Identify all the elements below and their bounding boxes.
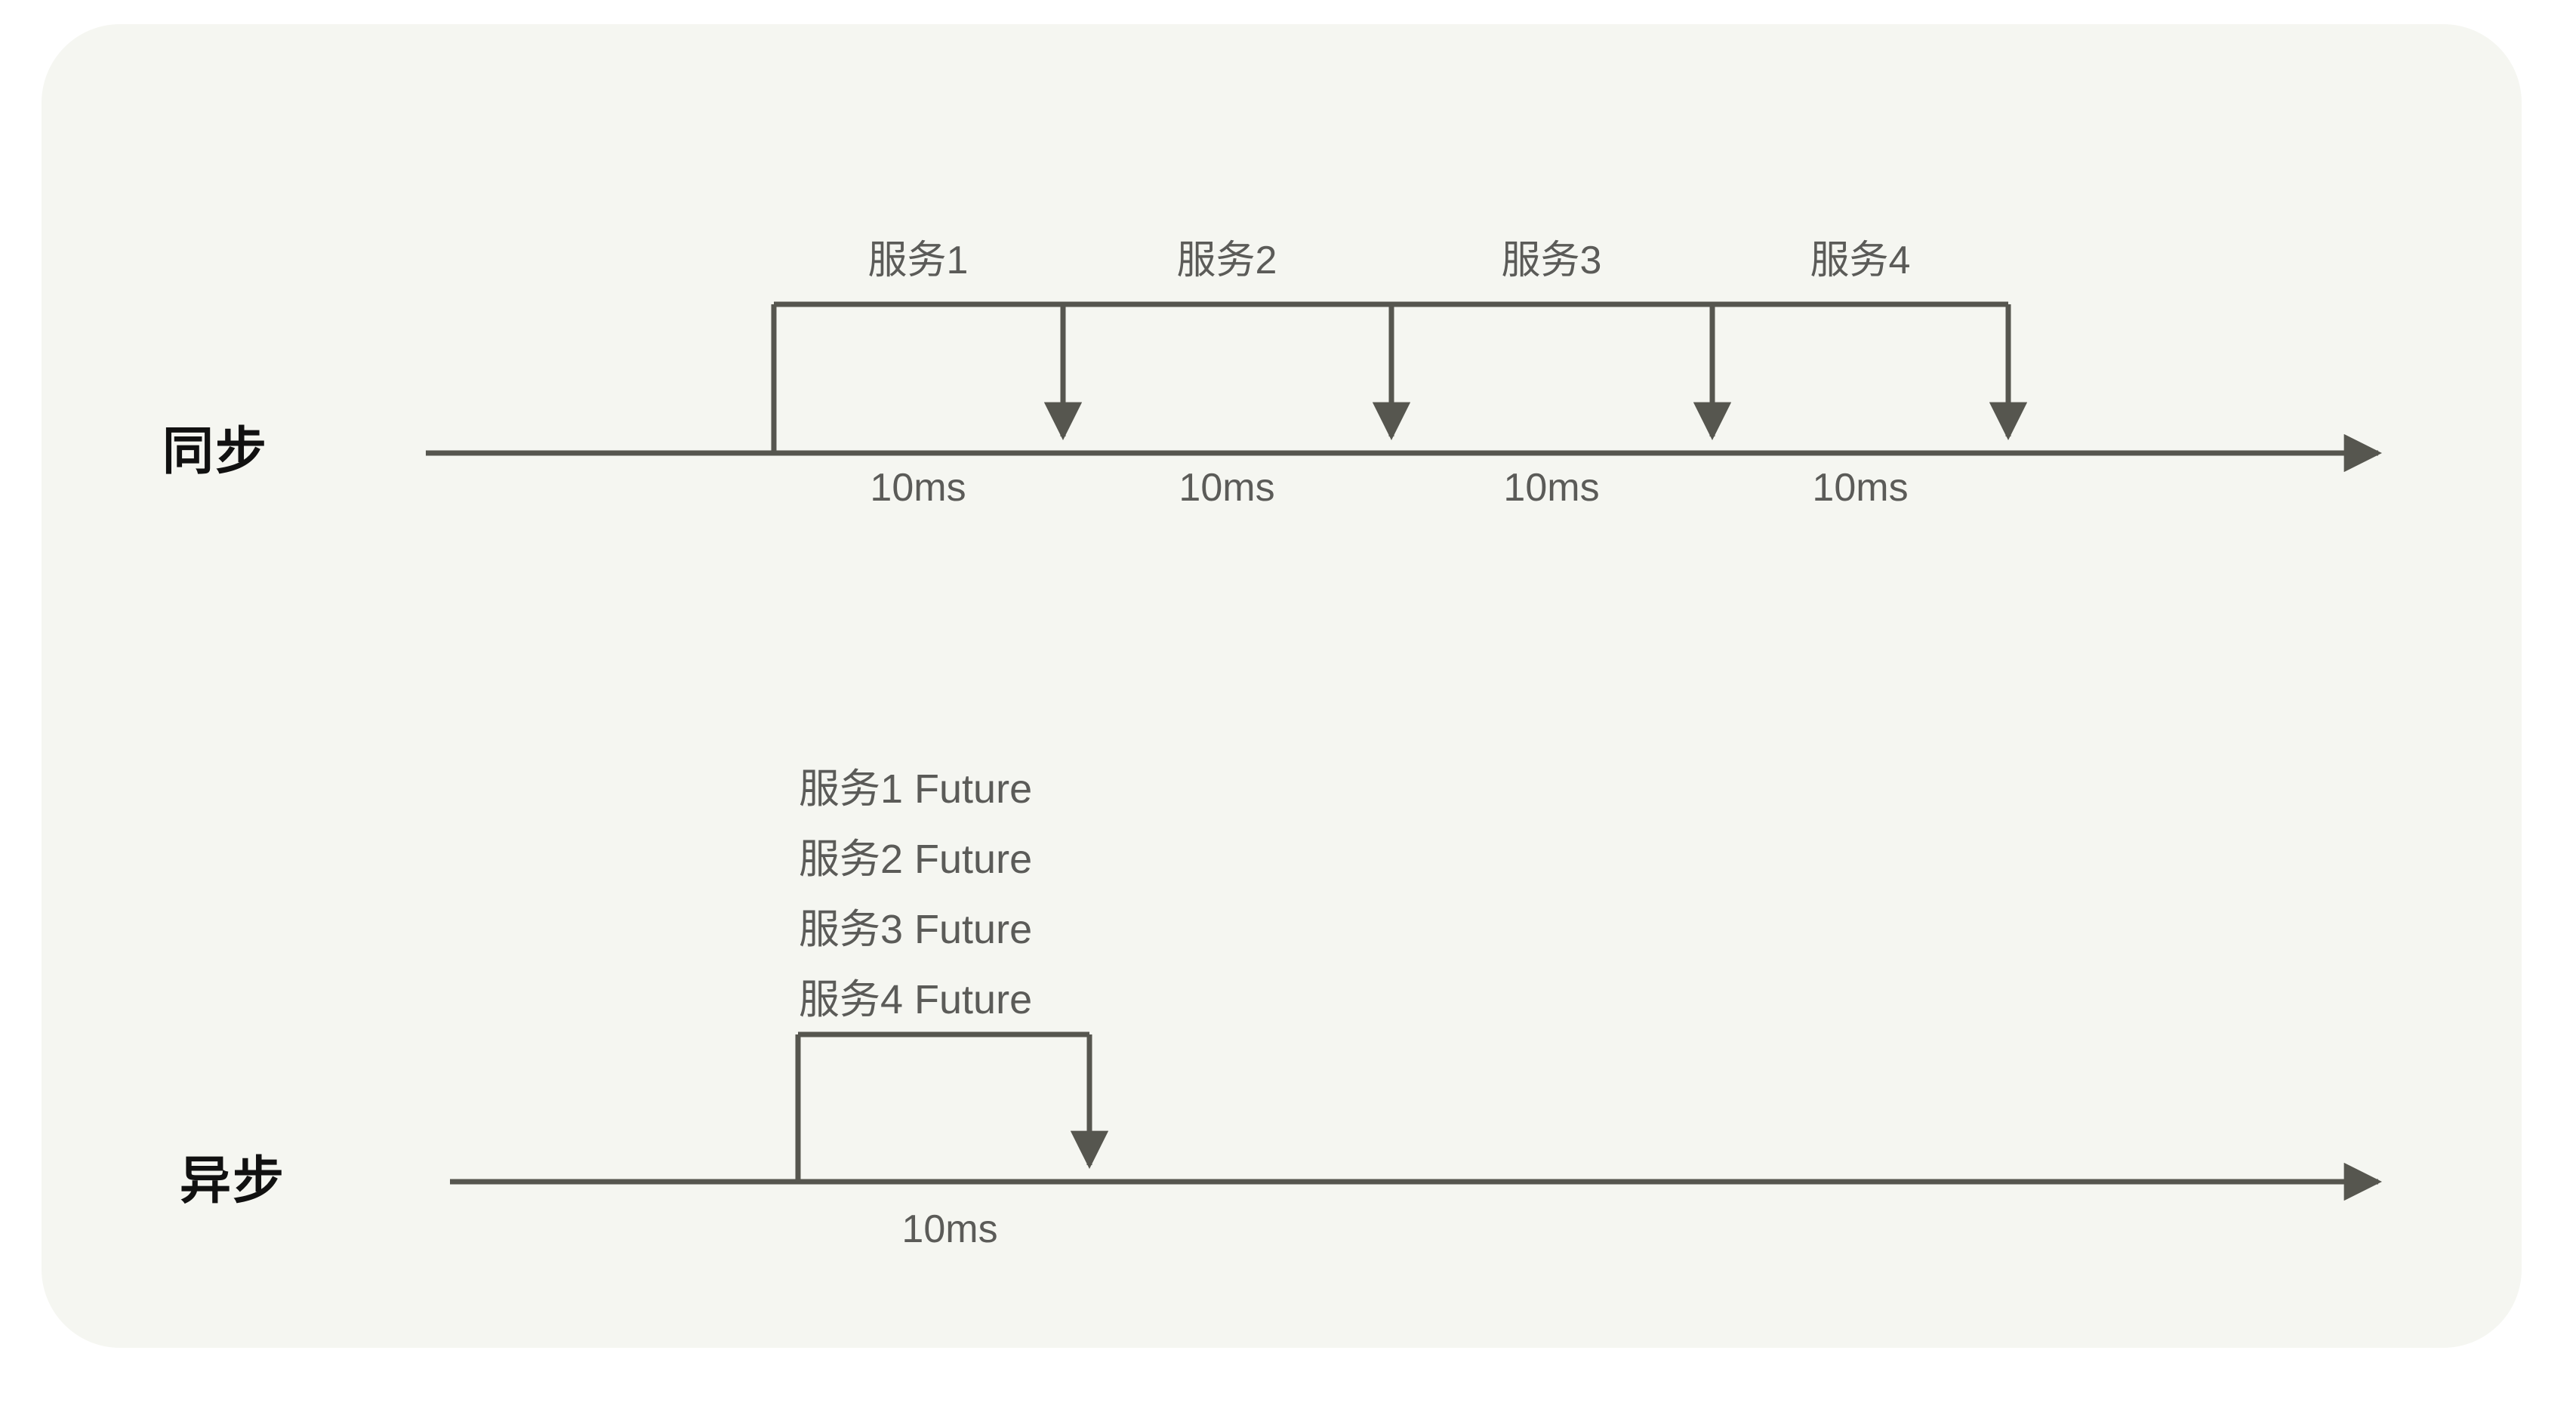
diagram-card — [42, 24, 2522, 1348]
sync-duration-label-3: 10ms — [1503, 466, 1600, 510]
sync-lane-graphics — [426, 301, 2383, 473]
sync-duration-label-4: 10ms — [1812, 466, 1909, 510]
sync-service-label-2: 服务2 — [1176, 239, 1277, 282]
sync-duration-label-2: 10ms — [1179, 466, 1275, 510]
sync-service-label-1: 服务1 — [867, 239, 969, 282]
async-lane-graphics — [450, 1031, 2383, 1201]
async-future-label-1: 服务1 Future — [799, 766, 1033, 812]
lane-label-sync: 同步 — [162, 423, 269, 480]
lane-label-async: 异步 — [180, 1152, 286, 1210]
sync-duration-label-1: 10ms — [870, 466, 966, 510]
async-future-label-2: 服务2 Future — [799, 837, 1033, 882]
async-future-label-3: 服务3 Future — [799, 907, 1033, 952]
sync-service-label-4: 服务4 — [1810, 239, 1911, 282]
async-future-label-4: 服务4 Future — [799, 977, 1033, 1022]
async-duration-label: 10ms — [901, 1207, 998, 1251]
sync-service-label-3: 服务3 — [1501, 239, 1602, 282]
